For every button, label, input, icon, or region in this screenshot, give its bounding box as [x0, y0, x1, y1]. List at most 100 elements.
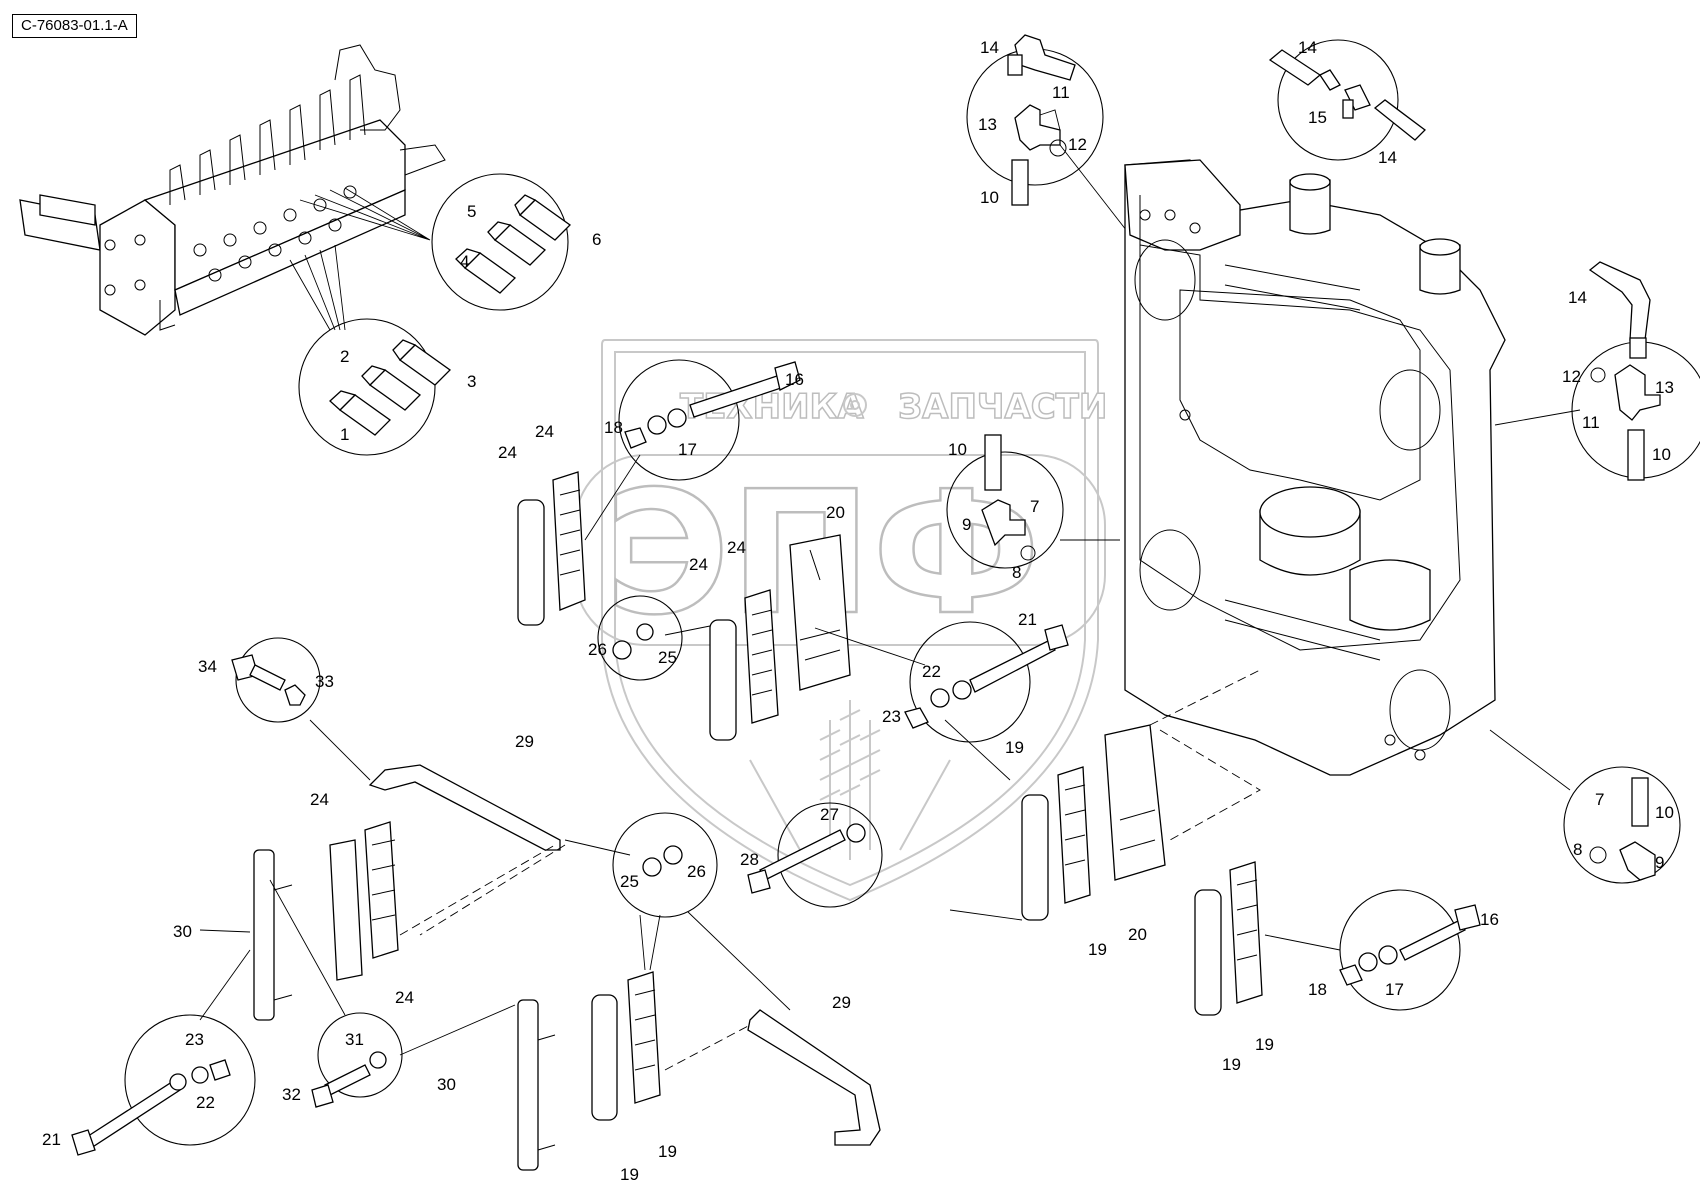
callout-19: 19: [1255, 1035, 1274, 1054]
callout-23: 23: [185, 1030, 204, 1049]
callout-22: 22: [922, 662, 941, 681]
mounting-rod-29-upper: [368, 764, 631, 936]
detail-circle-bolt-16-17-18-right: [1339, 889, 1481, 1011]
callout-8: 8: [1573, 840, 1582, 859]
callout-24: 24: [535, 422, 554, 441]
callout-15: 15: [1308, 108, 1327, 127]
callout-6: 6: [592, 230, 601, 249]
callout-30: 30: [173, 922, 192, 941]
callout-7: 7: [1030, 497, 1039, 516]
callout-13: 13: [978, 115, 997, 134]
detail-circle-tee-fitting: [1268, 39, 1426, 161]
callout-19: 19: [1005, 738, 1024, 757]
support-bracket-20-upper: [789, 534, 926, 691]
callout-10: 10: [1655, 803, 1674, 822]
callout-22: 22: [196, 1093, 215, 1112]
callout-12: 12: [1068, 135, 1087, 154]
detail-circle-hoses-4-5-6: [431, 173, 572, 311]
detail-circle-fittings-right: [1571, 261, 1700, 481]
callout-11: 11: [1582, 413, 1600, 432]
drawing-reference-number: C-76083-01.1-A: [12, 14, 137, 38]
callout-25: 25: [658, 648, 677, 667]
callout-20: 20: [1128, 925, 1147, 944]
callout-10: 10: [980, 188, 999, 207]
callout-29: 29: [832, 993, 851, 1012]
callout-11: 11: [1052, 83, 1070, 102]
detail-circle-nut-25-26-lower: [612, 812, 791, 1011]
callout-14: 14: [1298, 38, 1317, 57]
callout-23: 23: [882, 707, 901, 726]
callout-7: 7: [1595, 790, 1604, 809]
callout-19: 19: [1088, 940, 1107, 959]
callout-13: 13: [1655, 378, 1674, 397]
callout-32: 32: [282, 1085, 301, 1104]
bolt-34-nut-33: [231, 637, 371, 781]
callout-9: 9: [1655, 853, 1664, 872]
callout-1: 1: [340, 425, 349, 444]
callout-16: 16: [1480, 910, 1499, 929]
callout-24: 24: [498, 443, 517, 462]
detail-circle-fittings-top: [966, 34, 1131, 236]
detail-circle-bolt-21-22-23-lower: [71, 949, 256, 1156]
callout-19: 19: [658, 1142, 677, 1161]
callout-9: 9: [962, 515, 971, 534]
cable-clamp-pair-far-right: [1194, 861, 1341, 1016]
cable-clamp-pair-upper: [517, 454, 641, 626]
callout-20: 20: [826, 503, 845, 522]
detail-circle-washer-27: [747, 802, 883, 908]
callout-3: 3: [467, 372, 476, 391]
callout-labels: 14 11 13 12 10 14 15 14 5 6 4 2 3 1 14 1…: [42, 38, 1674, 1184]
callout-19: 19: [620, 1165, 639, 1184]
callout-18: 18: [604, 418, 623, 437]
callout-26: 26: [687, 862, 706, 881]
plate-30-left: [199, 849, 293, 1021]
callout-4: 4: [460, 252, 469, 271]
callout-24: 24: [310, 790, 329, 809]
detail-circle-hoses-1-2-3: [298, 318, 452, 456]
callout-24: 24: [727, 538, 746, 557]
callout-8: 8: [1012, 563, 1021, 582]
watermark-line2: ЗАПЧАСТИ: [898, 387, 1107, 427]
callout-14: 14: [1378, 148, 1397, 167]
detail-circle-fittings-center: [946, 434, 1120, 569]
callout-14: 14: [1568, 288, 1587, 307]
callout-28: 28: [740, 850, 759, 869]
detail-circle-bolt-31-32: [269, 879, 516, 1108]
control-valve-block: [19, 44, 446, 336]
mounting-rod-29-lower: [747, 1009, 881, 1146]
callout-14: 14: [980, 38, 999, 57]
detail-circle-elbow-fitting: [1563, 766, 1681, 884]
callout-29: 29: [515, 732, 534, 751]
cab-frame-assembly: [1124, 159, 1581, 791]
callout-21: 21: [42, 1130, 61, 1149]
callout-17: 17: [1385, 980, 1404, 999]
watermark-gear-icon: [843, 393, 867, 417]
callout-12: 12: [1562, 367, 1581, 386]
callout-21: 21: [1018, 610, 1037, 629]
callout-33: 33: [315, 672, 334, 691]
callout-19: 19: [1222, 1055, 1241, 1074]
watermark-shield: [601, 339, 1099, 902]
callout-2: 2: [340, 347, 349, 366]
callout-16: 16: [785, 370, 804, 389]
callout-5: 5: [467, 202, 476, 221]
support-bracket-20-lower: [1104, 669, 1261, 881]
detail-circle-nut-25-26: [597, 595, 716, 681]
callout-25: 25: [620, 872, 639, 891]
callout-17: 17: [678, 440, 697, 459]
callout-24: 24: [395, 988, 414, 1007]
detail-circle-bolt-16-17-18: [618, 359, 801, 481]
callout-27: 27: [820, 805, 839, 824]
cable-clamp-pair-left: [329, 821, 556, 981]
cable-clamp-pair-middle: [709, 589, 779, 741]
callout-18: 18: [1308, 980, 1327, 999]
detail-circle-bolt-21-22-23: [904, 621, 1069, 743]
callout-30: 30: [437, 1075, 456, 1094]
cable-clamp-pair-right: [944, 719, 1091, 921]
callout-10: 10: [1652, 445, 1671, 464]
callout-10: 10: [948, 440, 967, 459]
callout-26: 26: [588, 640, 607, 659]
plate-30-lower: [517, 999, 556, 1171]
cable-clamp-pair-lower: [591, 971, 751, 1121]
